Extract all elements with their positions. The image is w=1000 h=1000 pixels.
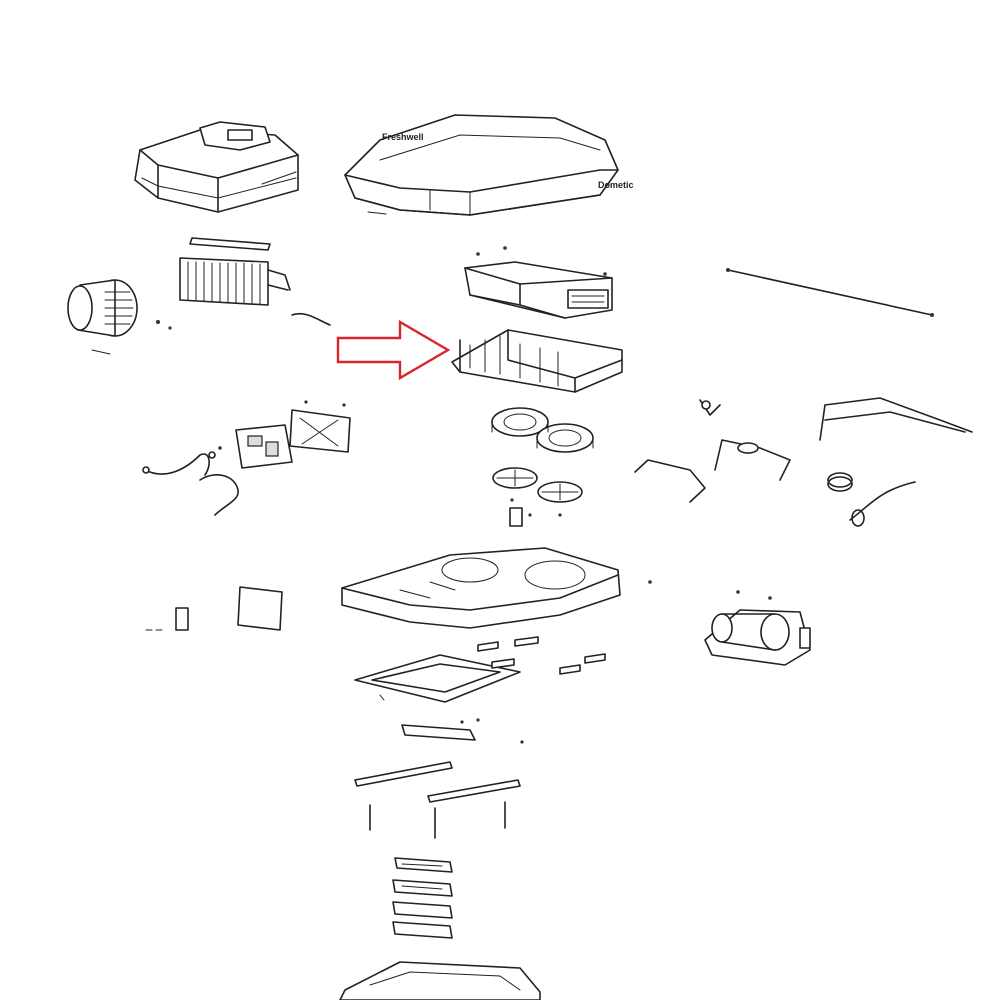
drain-rod [726, 268, 934, 317]
blower-fan-assembly[interactable] [67, 279, 172, 355]
terminal-clips[interactable] [145, 607, 189, 631]
mounting-bracket-plate[interactable] [401, 718, 524, 744]
control-frame[interactable] [289, 400, 351, 453]
highlight-arrow [336, 319, 451, 381]
outer-shroud-cover[interactable]: Freshwell Dometic [344, 114, 634, 216]
mounting-rails[interactable] [354, 761, 521, 803]
cover-brand-side: Dometic [598, 180, 634, 190]
condenser-fan-pair[interactable] [491, 407, 594, 453]
fan-mount-bracket[interactable] [509, 498, 562, 527]
refrigerant-pipe-upper[interactable] [819, 397, 973, 441]
insulation-pad[interactable] [237, 586, 283, 631]
cover-brand-top: Freshwell [382, 132, 424, 142]
wire-harness [142, 451, 239, 516]
pipe-coil[interactable] [827, 472, 916, 527]
sensor-wire [291, 312, 331, 326]
evaporator-coil[interactable] [179, 237, 291, 306]
base-pan[interactable] [341, 547, 652, 629]
capillary-valve[interactable] [699, 399, 721, 416]
compressor-assembly[interactable] [704, 590, 811, 666]
roof-gasket-frame[interactable] [354, 654, 521, 703]
mounting-strips[interactable] [477, 636, 606, 675]
fan-blades[interactable] [492, 467, 583, 503]
filter-stack[interactable] [392, 857, 453, 939]
highlighted-air-duct-tray[interactable] [451, 329, 623, 393]
blower-housing-upper[interactable] [464, 246, 613, 319]
refrigerant-pipe-lower[interactable] [634, 439, 791, 503]
evaporator-housing-cover[interactable] [134, 121, 299, 213]
ceiling-grille[interactable] [339, 961, 541, 1000]
control-board[interactable] [218, 424, 293, 469]
mounting-bolts[interactable] [369, 801, 506, 839]
